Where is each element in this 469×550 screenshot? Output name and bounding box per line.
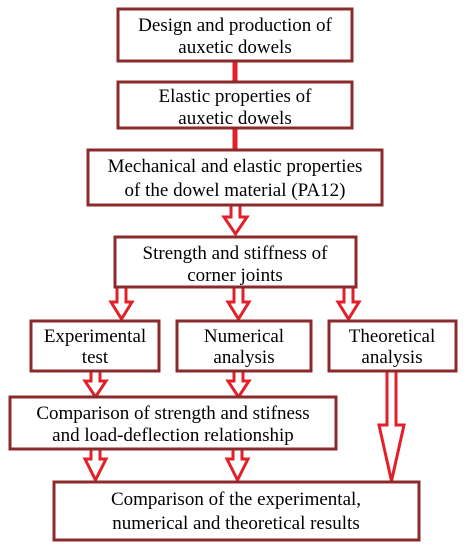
label-comparison-strength-line1: Comparison of strength and stifness <box>36 403 309 424</box>
box-experimental-test <box>29 319 161 373</box>
box-strength-stiffness <box>113 235 358 289</box>
label-comparison-results-line2: numerical and theoretical results <box>112 513 359 534</box>
label-experimental-test-line1: Experimental <box>44 326 146 347</box>
label-theoretical-analysis-line1: Theoretical <box>349 326 436 347</box>
box-material-properties <box>86 148 384 207</box>
box-comparison-strength <box>8 395 338 451</box>
label-comparison-strength-line2: and load-deflection relationship <box>52 425 294 446</box>
arrow-experimental-to-comparison <box>82 369 109 400</box>
label-elastic-dowels-line1: Elastic properties of <box>158 86 312 107</box>
arrow-comparison-to-results-left <box>82 447 109 484</box>
arrow-material-to-strength <box>221 203 250 237</box>
label-strength-stiffness-line2: corner joints <box>187 265 283 286</box>
box-theoretical-analysis <box>327 319 458 373</box>
label-elastic-dowels-line2: auxetic dowels <box>178 108 291 129</box>
arrow-strength-to-numerical <box>225 285 252 322</box>
label-material-properties-line1: Mechanical and elastic properties <box>108 156 363 177</box>
box-numerical-analysis <box>175 319 313 373</box>
label-design-production-line2: auxetic dowels <box>178 37 291 58</box>
arrow-strength-to-theoretical <box>335 285 362 322</box>
arrow-theoretical-to-results <box>377 369 406 482</box>
label-material-properties-line2: of the dowel material (PA12) <box>125 180 346 201</box>
box-comparison-results <box>52 480 421 542</box>
arrow-numerical-to-comparison <box>225 369 252 400</box>
label-design-production-line1: Design and production of <box>138 15 332 36</box>
arrow-strength-to-experimental <box>108 285 135 322</box>
flow-arrows <box>82 203 406 484</box>
label-comparison-results-line1: Comparison of the experimental, <box>111 489 361 510</box>
box-labels: Design and production of auxetic dowels … <box>36 15 435 534</box>
box-design-production <box>116 7 354 63</box>
label-strength-stiffness-line1: Strength and stiffness of <box>143 243 329 264</box>
box-elastic-dowels <box>116 80 354 130</box>
arrow-comparison-to-results-right <box>224 447 251 484</box>
label-numerical-analysis-line1: Numerical <box>204 326 284 347</box>
label-experimental-test-line2: test <box>82 347 109 368</box>
label-theoretical-analysis-line2: analysis <box>361 347 422 368</box>
label-numerical-analysis-line2: analysis <box>213 347 274 368</box>
flow-boxes <box>8 7 458 542</box>
